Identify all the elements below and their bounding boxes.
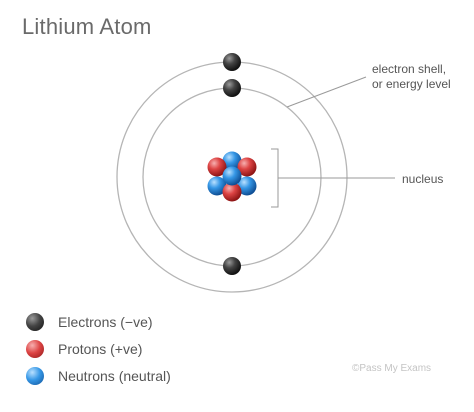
legend-item-protons: Protons (+ve) [26,337,171,361]
shell-callout-line2: or energy level [372,77,451,91]
electron-icon [26,313,44,331]
legend-label: Neutrons (neutral) [58,368,171,384]
legend-item-neutrons: Neutrons (neutral) [26,364,171,388]
nucleus-bracket [271,148,395,208]
neutron [222,151,242,171]
legend-label: Electrons (−ve) [58,314,153,330]
neutron [237,176,257,196]
shell-callout-line [286,76,367,108]
page-title: Lithium Atom [22,14,152,39]
neutron-icon [26,367,44,385]
electron [223,53,241,71]
legend: Electrons (−ve) Protons (+ve) Neutrons (… [26,310,171,391]
shell-callout-line1: electron shell, [372,62,447,76]
nucleus [207,151,257,202]
proton [222,182,242,202]
legend-label: Protons (+ve) [58,341,143,357]
neutron [222,166,242,186]
legend-item-electrons: Electrons (−ve) [26,310,171,334]
electron [223,79,241,97]
shell-callout-label: electron shell, or energy level [372,62,451,92]
proton [237,157,257,177]
proton-icon [26,340,44,358]
proton [207,157,227,177]
credit-watermark: ©Pass My Exams [352,363,432,374]
neutron [207,176,227,196]
electron [223,257,241,275]
nucleus-callout-label: nucleus [402,172,444,186]
